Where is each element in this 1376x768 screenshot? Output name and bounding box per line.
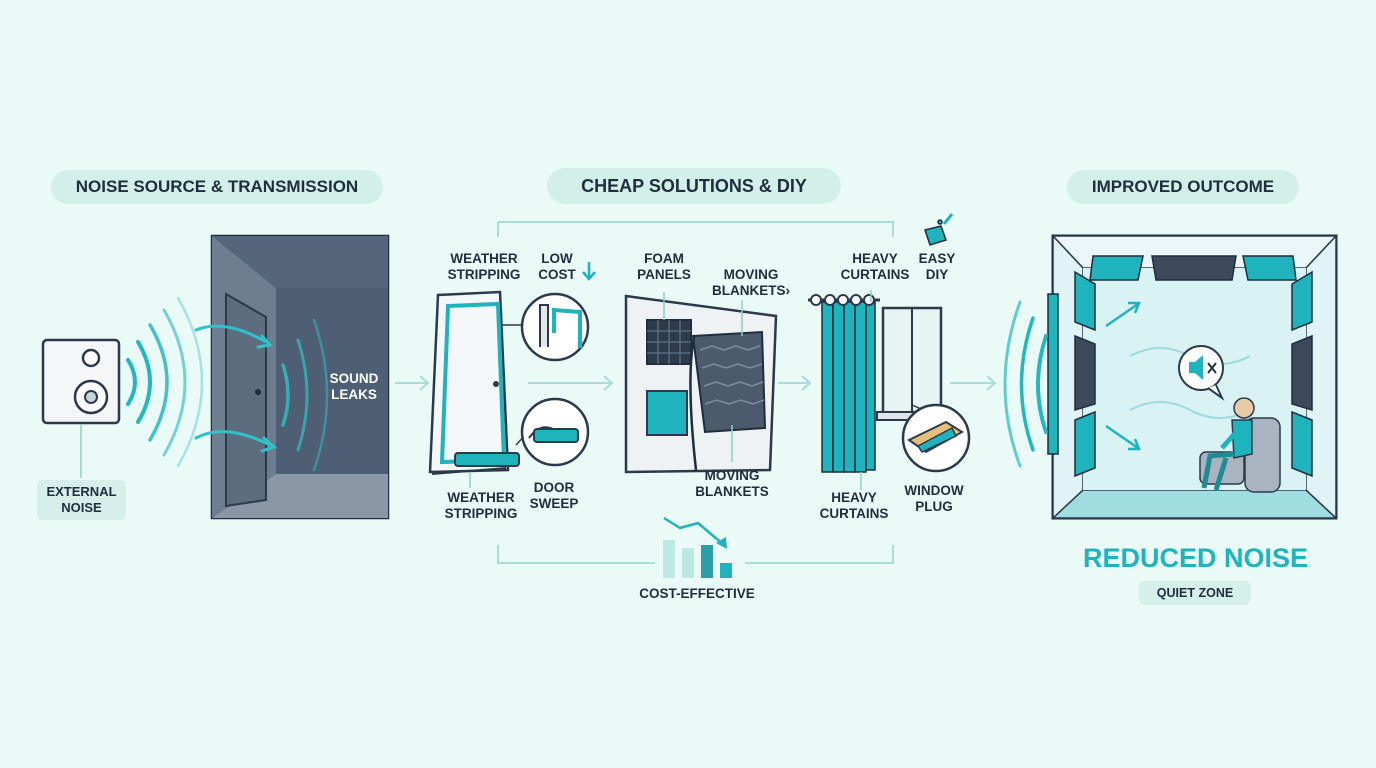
cost-chart-icon	[663, 516, 732, 578]
mute-speaker-icon	[1178, 345, 1225, 402]
solutions-bottom-bracket	[497, 545, 894, 564]
window-plug-label: WINDOW PLUG	[904, 483, 964, 514]
external-noise-label: EXTERNAL NOISE	[37, 480, 126, 520]
sound-leak-waves-icon	[194, 318, 329, 472]
low-cost-arrow-icon	[582, 262, 596, 281]
flow-arrow-2	[528, 375, 614, 391]
flow-arrow-1	[395, 375, 430, 391]
weather-stripping-top-label: WEATHER STRIPPING	[447, 251, 521, 282]
flow-arrows	[395, 375, 997, 391]
solutions-top-bracket	[497, 221, 894, 237]
reduced-noise-heading: REDUCED NOISE	[1083, 543, 1309, 573]
incoming-sound-waves-icon	[1003, 300, 1048, 468]
easy-diy-label: EASY DIY	[918, 251, 956, 282]
heavy-curtains-bottom-label: HEAVY CURTAINS	[819, 490, 889, 521]
flow-arrow-4	[950, 375, 997, 391]
section-title-improved-outcome: IMPROVED OUTCOME	[1067, 170, 1299, 204]
speaker-icon	[41, 338, 121, 478]
quiet-room-illustration	[1047, 234, 1338, 520]
weather-stripping-bottom-label: WEATHER STRIPPING	[444, 490, 518, 521]
low-cost-label: LOW COST	[538, 251, 576, 282]
foam-panels-label: FOAM PANELS	[637, 251, 691, 282]
sound-leaks-label: SOUND LEAKS	[329, 371, 379, 402]
moving-blankets-bottom-label: MOVING BLANKETS	[695, 468, 769, 499]
door-weatherstrip-illustration	[428, 290, 590, 488]
curtain-window-illustration	[808, 290, 971, 490]
relaxing-person-icon	[1199, 397, 1281, 493]
sound-wave-icon	[126, 296, 204, 468]
heavy-curtains-top-label: HEAVY CURTAINS	[840, 251, 910, 282]
moving-blankets-top-label: MOVING BLANKETS›	[712, 267, 790, 298]
cost-effective-label: COST-EFFECTIVE	[639, 586, 755, 601]
flow-arrow-3	[778, 375, 812, 391]
foam-panel-board-illustration	[624, 292, 778, 474]
section-title-noise-source: NOISE SOURCE & TRANSMISSION	[51, 170, 383, 204]
quiet-zone-badge: QUIET ZONE	[1139, 581, 1251, 605]
section-title-cheap-solutions: CHEAP SOLUTIONS & DIY	[547, 168, 841, 204]
paint-diy-icon	[924, 213, 954, 246]
door-sweep-label: DOOR SWEEP	[529, 480, 579, 511]
